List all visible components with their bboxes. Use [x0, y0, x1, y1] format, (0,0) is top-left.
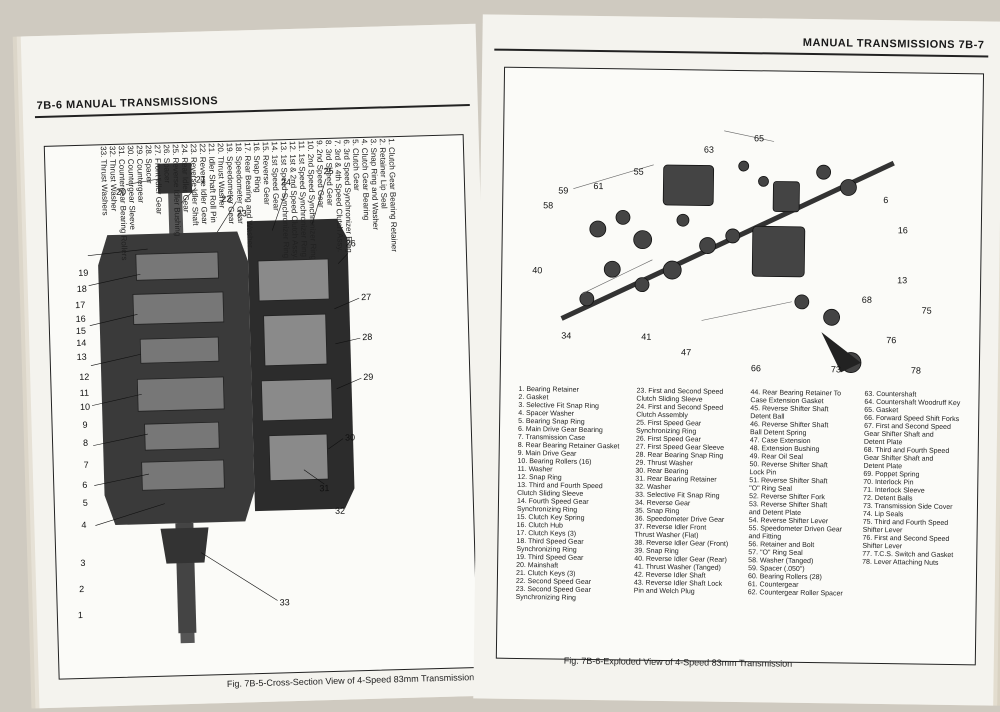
svg-text:59: 59	[558, 185, 568, 195]
svg-text:18: 18	[77, 284, 87, 294]
countergear-stack	[257, 258, 333, 482]
svg-text:47: 47	[681, 347, 691, 357]
leader-lines	[87, 178, 362, 601]
svg-text:32: 32	[335, 506, 345, 516]
svg-text:16: 16	[898, 225, 908, 235]
svg-text:66: 66	[751, 363, 761, 373]
shaft-cap	[157, 162, 193, 194]
exploded-callouts: 58 59 61 55 63 65 6 16 13 68 76 73 66 47…	[532, 133, 932, 375]
svg-text:40: 40	[532, 265, 542, 275]
svg-text:19: 19	[78, 268, 88, 278]
svg-text:61: 61	[593, 181, 603, 191]
svg-text:73: 73	[831, 364, 841, 374]
svg-text:26: 26	[345, 238, 355, 248]
svg-text:41: 41	[641, 332, 651, 342]
legend-column-2: 23. First and Second Speed Clutch Slidin…	[634, 388, 753, 598]
svg-text:31: 31	[319, 483, 329, 493]
svg-text:16: 16	[75, 314, 85, 324]
left-page: 7B-6 MANUAL TRANSMISSIONS	[20, 23, 495, 709]
svg-text:28: 28	[362, 332, 372, 342]
left-page-header: 7B-6 MANUAL TRANSMISSIONS	[36, 94, 219, 113]
cross-section-figure: 1 2 3 4 5 6 7 8 9 10 11 12 13 14 15 16 1	[43, 134, 479, 680]
right-figure-caption: Fig. 7B-6-Exploded View of 4-Speed 83mm …	[563, 655, 793, 669]
right-page: MANUAL TRANSMISSIONS 7B-7	[473, 14, 1000, 706]
svg-text:34: 34	[561, 331, 571, 341]
svg-text:25: 25	[323, 166, 333, 176]
svg-text:29: 29	[363, 372, 373, 382]
svg-text:12: 12	[79, 372, 89, 382]
svg-text:3: 3	[80, 558, 85, 568]
svg-text:1: 1	[78, 610, 83, 620]
svg-text:4: 4	[81, 520, 86, 530]
svg-text:21: 21	[196, 174, 206, 184]
svg-text:65: 65	[754, 133, 764, 143]
svg-text:10: 10	[80, 402, 90, 412]
svg-text:22: 22	[221, 194, 231, 204]
svg-text:15: 15	[76, 326, 86, 336]
svg-text:58: 58	[543, 200, 553, 210]
legend-entry: Pin and Welch Plug	[633, 587, 695, 596]
svg-text:27: 27	[361, 292, 371, 302]
legend-entry: 78. Lever Attaching Nuts	[862, 558, 939, 567]
assembly-lines	[573, 130, 792, 321]
svg-text:6: 6	[883, 195, 888, 205]
legend-entry: 62. Countergear Roller Spacer	[747, 589, 843, 598]
left-figure-caption: Fig. 7B-5-Cross-Section View of 4-Speed …	[226, 672, 475, 689]
svg-text:68: 68	[862, 295, 872, 305]
svg-text:76: 76	[886, 335, 896, 345]
svg-text:13: 13	[897, 275, 907, 285]
gear-stack	[132, 251, 225, 491]
svg-text:23: 23	[237, 208, 247, 218]
svg-text:78: 78	[911, 365, 921, 375]
svg-text:14: 14	[76, 338, 86, 348]
svg-text:17: 17	[75, 300, 85, 310]
svg-text:33: 33	[279, 597, 289, 607]
svg-text:7: 7	[84, 460, 89, 470]
legend-column-3: 44. Rear Bearing Retainer To Case Extens…	[748, 389, 867, 599]
bearing-retainer	[160, 527, 209, 564]
svg-text:55: 55	[634, 167, 644, 177]
svg-text:2: 2	[79, 584, 84, 594]
svg-text:11: 11	[80, 388, 90, 398]
svg-text:9: 9	[82, 420, 87, 430]
svg-text:5: 5	[83, 498, 88, 508]
svg-text:13: 13	[77, 352, 87, 362]
exploded-view-drawing: 58 59 61 55 63 65 6 16 13 68 76 73 66 47…	[532, 130, 932, 376]
cross-section-drawing: 1 2 3 4 5 6 7 8 9 10 11 12 13 14 15 16 1	[75, 162, 374, 644]
svg-text:6: 6	[82, 480, 87, 490]
svg-text:20: 20	[116, 187, 126, 197]
side-cover	[821, 332, 861, 373]
svg-text:30: 30	[345, 432, 355, 442]
exploded-parts	[579, 160, 862, 373]
svg-text:8: 8	[83, 438, 88, 448]
svg-text:24: 24	[281, 177, 291, 187]
callout-numbers: 1 2 3 4 5 6 7 8 9 10 11 12 13 14 15 16 1	[75, 166, 373, 620]
svg-text:75: 75	[922, 306, 932, 316]
right-page-header: MANUAL TRANSMISSIONS 7B-7	[802, 36, 985, 52]
svg-text:63: 63	[704, 145, 714, 155]
exploded-view-figure: 58 59 61 55 63 65 6 16 13 68 76 73 66 47…	[495, 66, 985, 666]
legend-entry: Synchronizing Ring	[515, 593, 577, 602]
